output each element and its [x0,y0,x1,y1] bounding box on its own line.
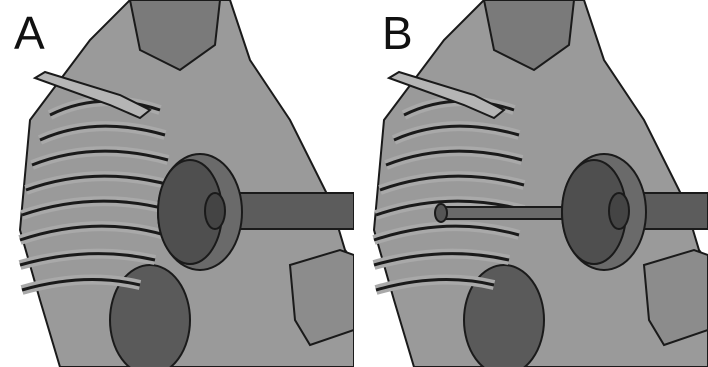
panel-b: B [354,0,708,367]
thorax-model-image-a [0,0,354,367]
panel-label-a: A [14,10,45,56]
panel-a: A [0,0,354,367]
panel-label-b: B [382,10,413,56]
penetrating-rod-tip [435,204,447,222]
